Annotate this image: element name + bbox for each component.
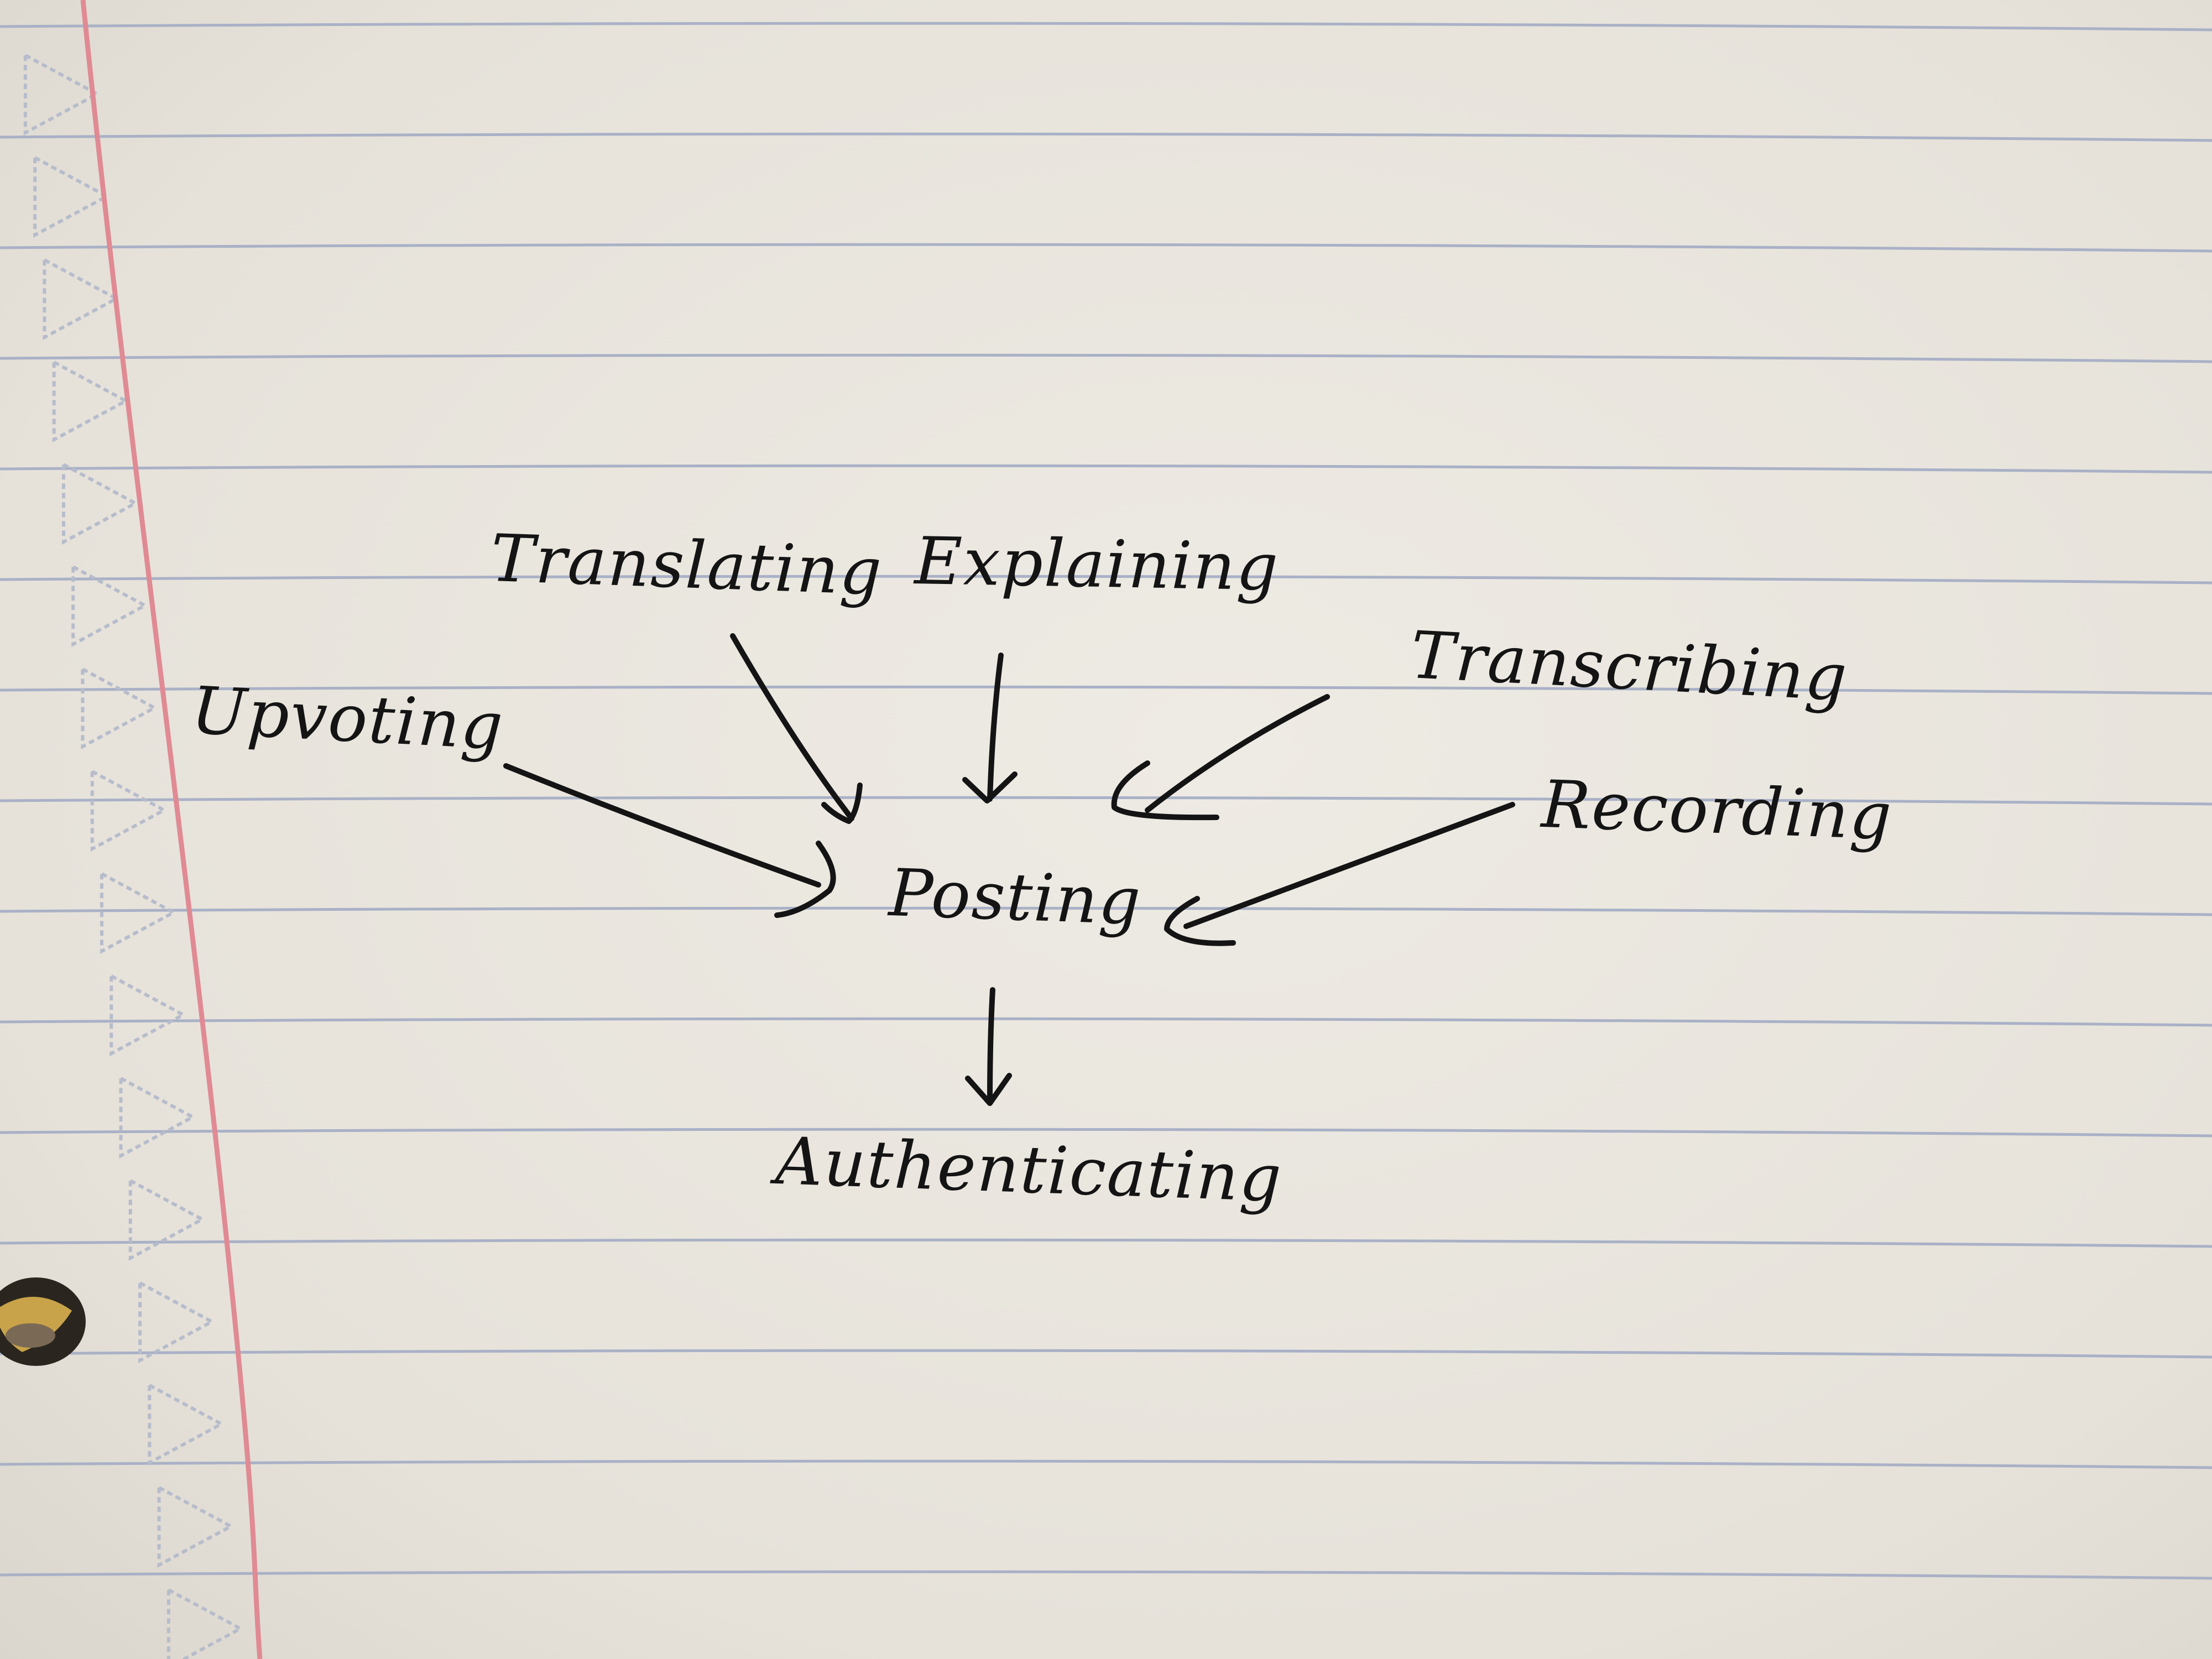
arrow-translating-to-posting	[730, 633, 863, 824]
margin-triangle	[71, 564, 149, 648]
ruled-line	[0, 1570, 2212, 1580]
node-upvoting: Upvoting	[189, 672, 506, 765]
margin-triangle	[81, 666, 158, 750]
margin-triangle	[109, 973, 187, 1057]
ruled-line	[0, 1459, 2212, 1469]
ruled-lines	[0, 22, 2212, 1580]
node-recording: Recording	[1540, 766, 1894, 855]
ruled-line	[0, 22, 2212, 32]
margin-triangle	[52, 359, 129, 443]
ruled-line	[0, 353, 2212, 363]
triangle-margin-pattern	[23, 52, 244, 1659]
ruled-line	[0, 1128, 2212, 1138]
arrow-explaining-to-posting	[962, 653, 1018, 804]
margin-triangle	[33, 154, 111, 238]
ruled-line	[0, 1017, 2212, 1027]
margin-triangle	[61, 461, 139, 545]
margin-triangle	[148, 1382, 225, 1466]
margin-triangle	[100, 870, 178, 954]
arrow-recording-to-posting	[1164, 802, 1515, 946]
ruled-line	[0, 1349, 2212, 1359]
margin-triangle	[43, 257, 120, 341]
arrow-transcribing-to-posting	[1111, 694, 1330, 821]
ruled-line	[0, 1238, 2212, 1248]
margin-triangle	[119, 1075, 196, 1159]
ruled-line	[0, 906, 2212, 916]
arrow-upvoting-to-posting	[503, 763, 836, 918]
arrow-posting-to-authenticating	[965, 987, 1012, 1106]
ruled-line	[0, 464, 2212, 474]
ruled-line	[0, 685, 2212, 695]
node-translating: Translating	[489, 520, 884, 610]
node-posting: Posting	[888, 854, 1143, 940]
binder-hole	[0, 1277, 86, 1366]
ruled-line	[0, 575, 2212, 585]
red-margin-line	[80, 0, 263, 1659]
margin-triangle	[166, 1587, 244, 1659]
ruled-line	[0, 796, 2212, 806]
margin-triangle	[157, 1484, 234, 1568]
node-explaining: Explaining	[914, 523, 1280, 606]
margin-triangle	[90, 768, 168, 852]
margin-triangle	[23, 52, 101, 136]
diagram-arrows	[503, 633, 1515, 1106]
ruled-line	[0, 243, 2212, 253]
margin-triangle	[138, 1280, 216, 1364]
ruled-line	[0, 132, 2212, 142]
margin-triangle	[128, 1177, 206, 1261]
